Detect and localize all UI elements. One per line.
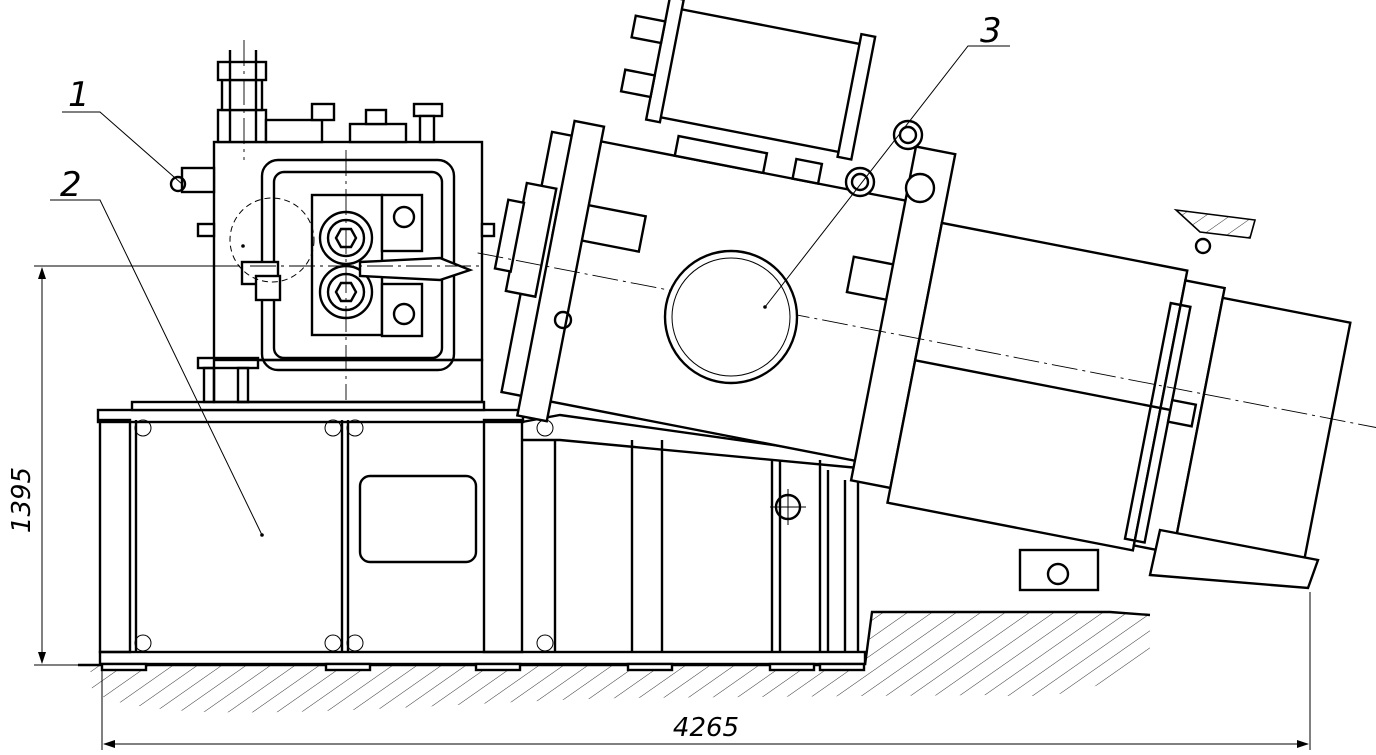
- dimension-lines: [34, 265, 1311, 750]
- dimension-length: 4265: [673, 713, 739, 743]
- coiler-unit: [477, 0, 1376, 592]
- dimension-height: 1395: [7, 467, 37, 533]
- roll-stand: [169, 40, 496, 404]
- leader-lines: [50, 45, 1010, 537]
- callout-2: 2: [60, 165, 82, 205]
- callout-3: 3: [980, 11, 1002, 51]
- callout-1: 1: [68, 75, 90, 115]
